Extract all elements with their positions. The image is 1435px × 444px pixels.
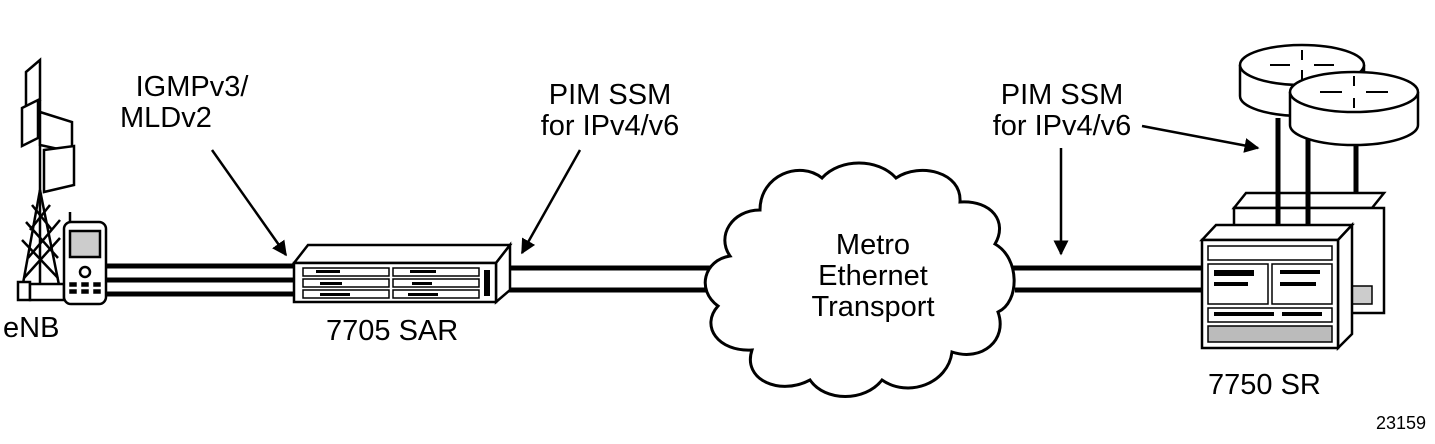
network-links <box>100 263 1202 297</box>
sar-7705-device-icon <box>291 241 513 305</box>
igmp-label-line1: IGMPv3/ <box>135 71 249 103</box>
igmp-mld-label: IGMPv3/ MLDv2 <box>112 72 272 134</box>
sr-7750-front-chassis-icon <box>1199 221 1355 352</box>
pim-ssm-right-label: PIM SSM for IPv4/v6 <box>972 80 1152 142</box>
pim-left-callout-arrow <box>520 149 582 255</box>
router-front-icon <box>1288 70 1420 147</box>
pim-ssm-left-label: PIM SSM for IPv4/v6 <box>520 80 700 142</box>
mobile-phone-icon <box>62 212 108 306</box>
sr-7750-label: 7750 SR <box>1208 369 1321 401</box>
router-connectors <box>1275 118 1359 232</box>
igmp-callout-arrow <box>210 149 288 257</box>
cloud-label-line2: Ethernet <box>818 260 928 292</box>
pim-left-line2: for IPv4/v6 <box>540 110 680 142</box>
metro-ethernet-cloud-icon <box>703 161 1016 398</box>
pim-right-line1: PIM SSM <box>1000 79 1124 111</box>
cloud-label-line1: Metro <box>835 229 911 261</box>
pim-left-line1: PIM SSM <box>548 79 672 111</box>
sar-7705-label: 7705 SAR <box>326 315 459 347</box>
pim-right-router-arrow <box>1141 124 1260 153</box>
pim-right-line2: for IPv4/v6 <box>992 110 1132 142</box>
figure-id-label: 23159 <box>1376 413 1427 433</box>
enb-tower-icon <box>16 57 76 302</box>
cloud-label-line3: Transport <box>811 291 935 323</box>
callout-arrows <box>210 124 1260 257</box>
enb-label: eNB <box>3 312 60 344</box>
metro-ethernet-transport-label: Metro Ethernet Transport <box>778 230 968 323</box>
igmp-label-line2: MLDv2 <box>120 102 212 134</box>
